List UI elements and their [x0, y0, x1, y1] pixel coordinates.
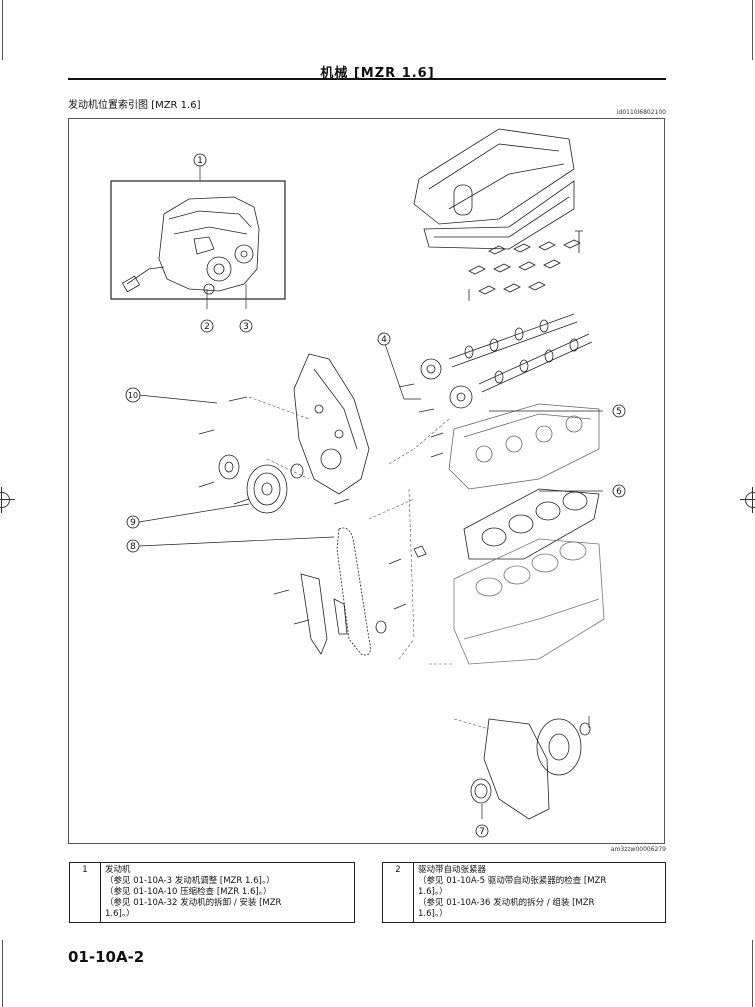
title-rule [68, 78, 666, 80]
part-ref: （参见 01-10A-10 压缩检查 [MZR 1.6]。） [105, 887, 272, 897]
part-description: 发动机 （参见 01-10A-3 发动机调整 [MZR 1.6]。） （参见 0… [100, 862, 355, 923]
timing-chain-drawing [300, 527, 427, 656]
part-ref: 1.6]。） [105, 909, 135, 919]
callout-6: 6 [612, 484, 626, 498]
part-ref: （参见 01-10A-32 发动机的拆卸 / 安装 [MZR [105, 898, 282, 908]
svg-text:3: 3 [243, 322, 249, 332]
crop-line-left [2, 0, 3, 60]
part-number: 1 [69, 862, 101, 923]
rocker-arms-drawing [468, 230, 583, 301]
part-ref: 1.6]。） [418, 887, 448, 897]
parts-table-1: 1 发动机 （参见 01-10A-3 发动机调整 [MZR 1.6]。） （参见… [69, 862, 355, 923]
part-ref: （参见 01-10A-36 发动机的拆分 / 组装 [MZR [418, 898, 595, 908]
callout-7: 7 [475, 824, 489, 838]
part-number: 2 [382, 862, 414, 923]
svg-text:2: 2 [204, 322, 210, 332]
engine-inset-box [110, 180, 286, 300]
svg-text:9: 9 [130, 518, 136, 528]
assembled-engine-drawing [121, 196, 260, 295]
figure-code: am3zzw00006279 [610, 846, 666, 853]
registration-mark-left [0, 487, 15, 513]
svg-text:7: 7 [479, 827, 485, 837]
part-ref: 1.6]。） [418, 909, 448, 919]
callout-leaders [138, 166, 603, 819]
callout-1: 1 [193, 153, 207, 167]
svg-text:5: 5 [616, 407, 622, 417]
page-title: 机械 [MZR 1.6] [320, 66, 435, 81]
part-name: 发动机 [105, 865, 131, 875]
svg-text:8: 8 [130, 542, 136, 552]
valve-cover-drawing [413, 128, 575, 250]
crop-line-right-bottom [752, 940, 753, 1007]
callout-4: 4 [377, 332, 391, 346]
svg-text:6: 6 [616, 487, 622, 497]
table-row: 1 发动机 （参见 01-10A-3 发动机调整 [MZR 1.6]。） （参见… [69, 862, 355, 923]
cylinder-head-drawing [448, 403, 600, 490]
part-ref: （参见 01-10A-3 发动机调整 [MZR 1.6]。） [105, 876, 275, 886]
callout-9: 9 [126, 515, 140, 529]
section-heading: 发动机位置索引图 [MZR 1.6] [68, 100, 201, 111]
bolts-drawing [198, 383, 590, 728]
callout-5: 5 [612, 404, 626, 418]
callout-3: 3 [239, 319, 253, 333]
crop-line-right [752, 0, 753, 60]
cylinder-block-drawing [453, 538, 605, 665]
callouts: 1 2 3 4 5 6 7 8 9 10 [125, 153, 626, 838]
figure-id: id0110l6802100 [616, 109, 666, 116]
head-gasket-drawing [463, 488, 600, 560]
svg-text:4: 4 [381, 335, 387, 345]
svg-text:1: 1 [197, 156, 203, 166]
rear-plate-drawing [470, 718, 591, 820]
crop-line-left-bottom [2, 940, 3, 1007]
registration-mark-right [740, 487, 755, 513]
page-number: 01-10A-2 [68, 948, 145, 966]
table-row: 2 驱动带自动张紧器 （参见 01-10A-5 驱动带自动张紧器的检查 [MZR… [382, 862, 666, 923]
crank-pulley-drawing [218, 454, 304, 514]
part-ref: （参见 01-10A-5 驱动带自动张紧器的检查 [MZR [418, 876, 607, 886]
camshafts-drawing [420, 313, 593, 409]
part-name: 驱动带自动张紧器 [418, 865, 487, 875]
callout-8: 8 [126, 539, 140, 553]
assembly-guide-lines [248, 396, 490, 730]
svg-text:10: 10 [128, 391, 138, 400]
part-description: 驱动带自动张紧器 （参见 01-10A-5 驱动带自动张紧器的检查 [MZR 1… [413, 862, 666, 923]
timing-cover-drawing [293, 353, 370, 495]
callout-10: 10 [125, 387, 141, 403]
parts-table-2: 2 驱动带自动张紧器 （参见 01-10A-5 驱动带自动张紧器的检查 [MZR… [382, 862, 666, 923]
callout-2: 2 [200, 319, 214, 333]
engine-exploded-diagram: 1 2 3 4 5 6 7 8 9 10 [68, 118, 665, 844]
